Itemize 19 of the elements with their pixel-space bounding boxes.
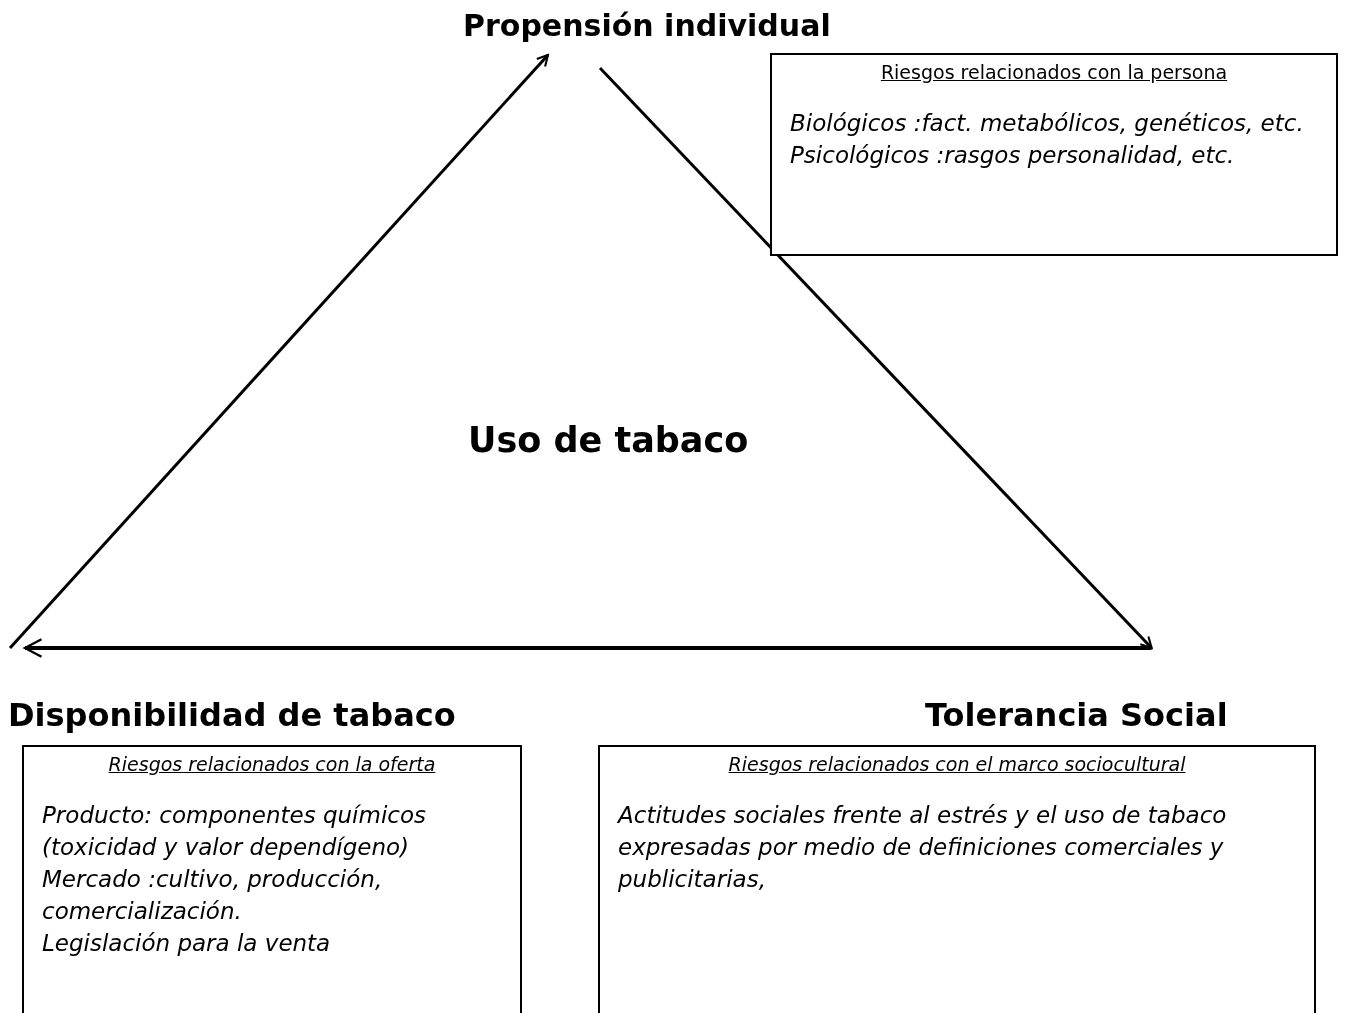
vertex-label: Disponibilidad de tabaco: [8, 696, 456, 734]
risk-description: Biológicos :fact. metabólicos, genéticos, etc.: [790, 109, 1305, 138]
risk-box: [770, 53, 1338, 256]
box-heading: Riesgos relacionados con el marco sociocultural: [727, 753, 1187, 775]
risk-description: Mercado :cultivo, producción, comercialización.: [42, 865, 384, 926]
arrow: [8, 53, 550, 649]
arrow: [598, 66, 1153, 650]
risk-description: Psicológicos :rasgos personalidad, etc.: [790, 141, 1236, 170]
center-label: Uso de tabaco: [468, 420, 749, 460]
risk-description: Producto: componentes químicos (toxicidad y valor dependígeno): [42, 801, 427, 862]
box-heading: Riesgos relacionados con la persona: [879, 61, 1229, 83]
risk-description: Legislación para la venta: [42, 929, 332, 958]
risk-box: [22, 745, 522, 1013]
risk-box: [598, 745, 1316, 1013]
vertex-label: Propensión individual: [463, 8, 831, 43]
risk-description: Actitudes sociales frente al estrés y el uso de tabaco expresadas por medio de definiciones comerciales y publicitarias,: [618, 801, 1228, 894]
box-heading: Riesgos relacionados con la oferta: [107, 753, 437, 775]
vertex-label: Tolerancia Social: [925, 696, 1228, 734]
arrow: [23, 638, 1152, 658]
